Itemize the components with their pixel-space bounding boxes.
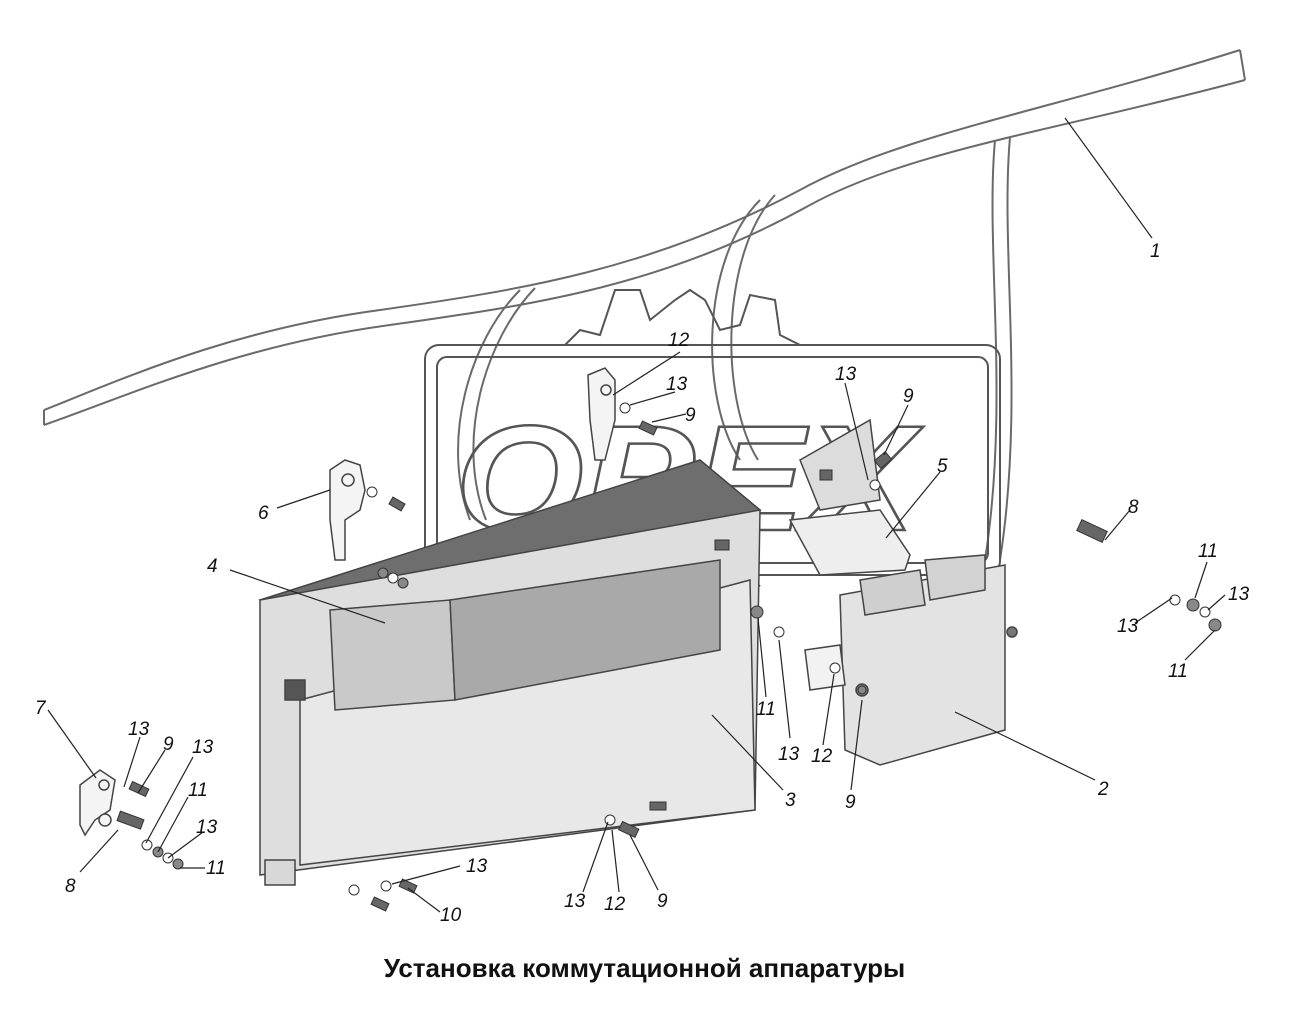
callout-3: 3 bbox=[785, 790, 796, 811]
callout-12: 12 bbox=[604, 894, 626, 915]
callout-12: 12 bbox=[811, 746, 833, 767]
bracket-12-top bbox=[587, 367, 616, 461]
callout-13: 13 bbox=[1228, 584, 1250, 605]
callout-13: 13 bbox=[466, 856, 488, 877]
callout-13: 13 bbox=[192, 737, 214, 758]
callout-11: 11 bbox=[1198, 541, 1218, 562]
callout-8: 8 bbox=[65, 876, 76, 897]
callout-9: 9 bbox=[163, 734, 174, 755]
callout-13: 13 bbox=[196, 817, 218, 838]
relay-box-2 bbox=[804, 554, 1018, 766]
callout-13: 13 bbox=[128, 719, 150, 740]
callout-1: 1 bbox=[1150, 241, 1161, 262]
callout-6: 6 bbox=[258, 503, 269, 524]
callout-11: 11 bbox=[188, 780, 208, 801]
callout-12: 12 bbox=[668, 330, 690, 351]
callout-labels: 1 2 3 4 5 6 7 8 8 9 9 9 9 9 10 11 11 11 … bbox=[35, 241, 1250, 926]
bracket-5 bbox=[788, 418, 911, 576]
bracket-6 bbox=[329, 459, 366, 561]
leader-lines bbox=[47, 117, 1226, 913]
callout-13: 13 bbox=[564, 891, 586, 912]
bracket-7 bbox=[79, 769, 116, 837]
callout-5: 5 bbox=[937, 456, 948, 477]
switch-box-3 bbox=[258, 459, 762, 886]
callout-4: 4 bbox=[207, 556, 218, 577]
callout-7: 7 bbox=[35, 698, 47, 719]
callout-11: 11 bbox=[756, 699, 776, 720]
callout-9: 9 bbox=[657, 891, 668, 912]
callout-11: 11 bbox=[206, 858, 226, 879]
callout-11: 11 bbox=[1168, 661, 1188, 682]
callout-9: 9 bbox=[845, 792, 856, 813]
callout-2: 2 bbox=[1097, 779, 1109, 800]
diagram-title: Установка коммутационной аппаратуры bbox=[383, 953, 906, 983]
callout-8: 8 bbox=[1128, 497, 1139, 518]
callout-13: 13 bbox=[778, 744, 800, 765]
callout-13: 13 bbox=[1117, 616, 1139, 637]
callout-13: 13 bbox=[835, 364, 857, 385]
callout-9: 9 bbox=[685, 405, 696, 426]
callout-10: 10 bbox=[440, 905, 462, 926]
callout-13: 13 bbox=[666, 374, 688, 395]
callout-9: 9 bbox=[903, 386, 914, 407]
